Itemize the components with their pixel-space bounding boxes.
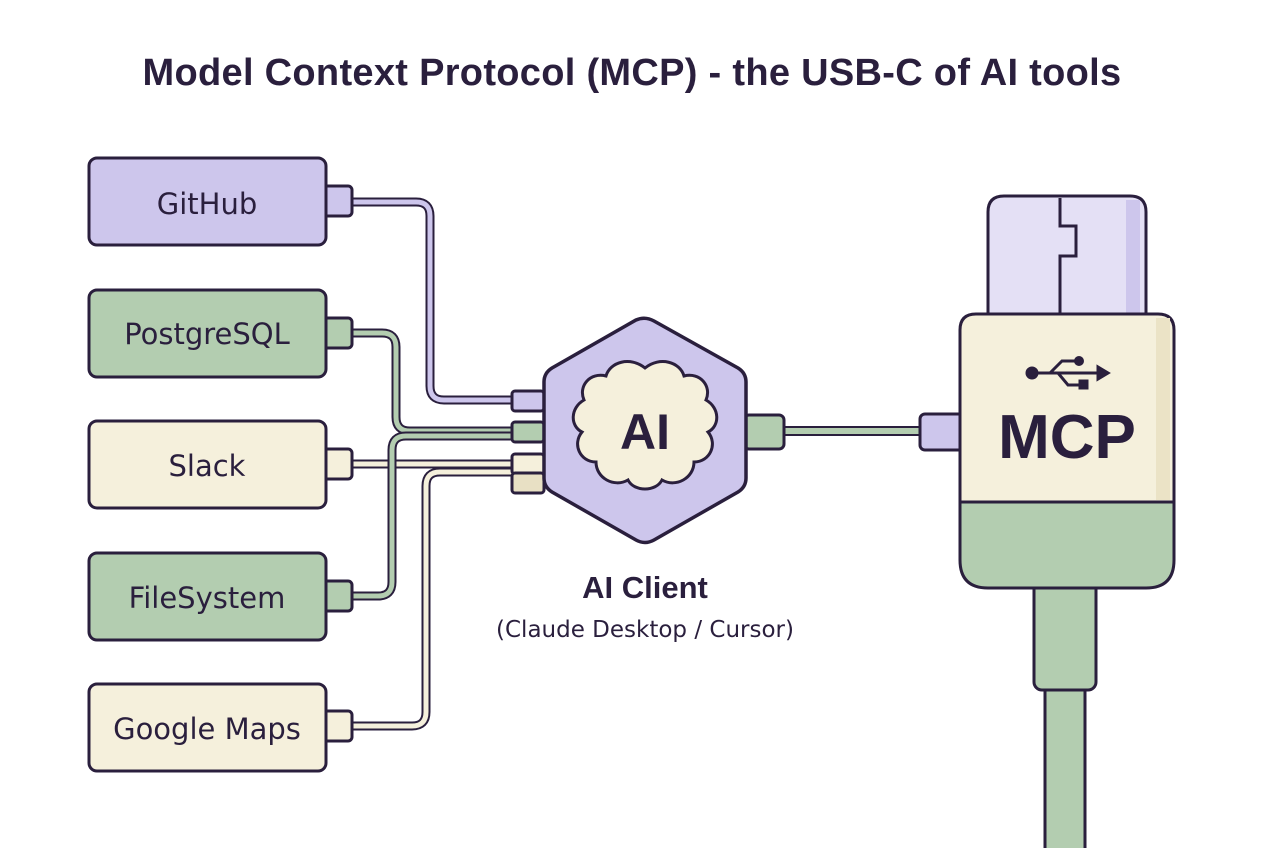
- tool-box-body: [87, 156, 328, 247]
- cable-google-maps: [347, 467, 519, 731]
- tool-label: Google Maps: [113, 712, 301, 746]
- tool-label: FileSystem: [129, 581, 286, 615]
- connector-body-upper: [958, 312, 1176, 504]
- tool-box-google-maps[interactable]: Google Maps: [87, 682, 354, 773]
- client-title: AI Client: [582, 570, 708, 605]
- diagram-title: Model Context Protocol (MCP) - the USB-C…: [142, 52, 1122, 94]
- tool-label: PostgreSQL: [124, 317, 290, 351]
- connector-input-port: [918, 412, 966, 452]
- cables: [347, 197, 927, 731]
- connector-body-shade: [1156, 318, 1170, 500]
- client-subtitle: (Claude Desktop / Cursor): [496, 617, 794, 643]
- tool-box-body: [87, 419, 328, 510]
- tool-label: Slack: [169, 449, 246, 483]
- connector-label: MCP: [998, 403, 1136, 472]
- tool-box-postgresql[interactable]: PostgreSQL: [87, 288, 354, 379]
- client-output-port: [742, 413, 786, 451]
- cable-filesystem: [347, 431, 519, 601]
- mcp-connector[interactable]: MCP: [918, 194, 1176, 848]
- connector-strain-relief: [1032, 578, 1098, 692]
- brain-icon: [571, 360, 719, 491]
- tool-box-body: [87, 288, 328, 379]
- tool-label: GitHub: [157, 187, 258, 221]
- connector-tip: [986, 194, 1148, 320]
- ai-client[interactable]: AI AI Client (Claude Desktop / Cursor): [496, 316, 794, 643]
- client-port-slack: [510, 452, 546, 476]
- tool-box-filesystem[interactable]: FileSystem: [87, 551, 354, 642]
- usb-icon: [1025, 356, 1111, 390]
- tool-list: GitHub PostgreSQL Slack FileSystem Googl…: [87, 156, 354, 773]
- client-port-postgresql: [510, 420, 546, 444]
- client-port-extra: [510, 471, 546, 495]
- tool-box-body: [87, 551, 328, 642]
- connector-body-lower: [958, 500, 1176, 590]
- tool-box-github[interactable]: GitHub: [87, 156, 354, 247]
- client-port-github: [510, 389, 546, 413]
- tool-box-body: [87, 682, 328, 773]
- cable-github: [347, 197, 519, 405]
- client-hex-label: AI: [620, 404, 670, 460]
- cable-postgresql: [347, 328, 519, 436]
- tool-box-slack[interactable]: Slack: [87, 419, 354, 510]
